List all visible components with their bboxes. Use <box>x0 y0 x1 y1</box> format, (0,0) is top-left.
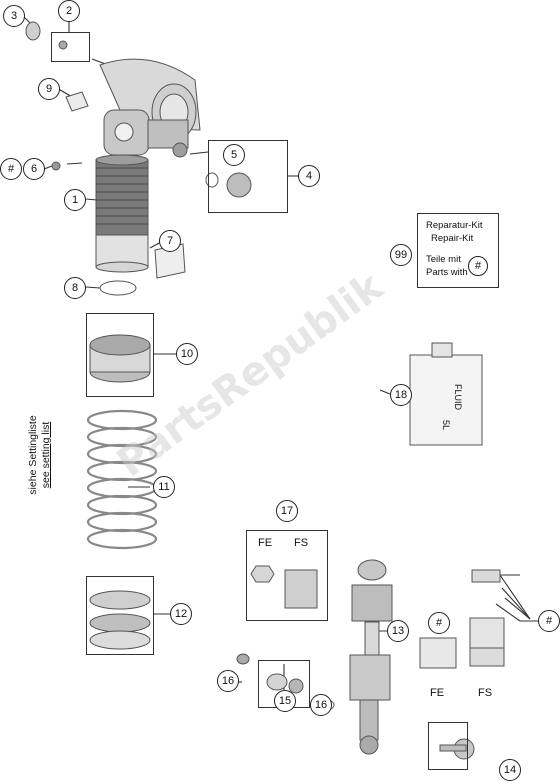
callout-2[interactable]: 2 <box>58 0 80 22</box>
setting-note-line-1: siehe Settingliste <box>27 415 39 495</box>
callout-17[interactable]: 17 <box>276 500 298 522</box>
callout-4[interactable]: 4 <box>298 165 320 187</box>
label-fs-bottom: FS <box>478 687 493 699</box>
callout-3[interactable]: 3 <box>3 5 25 27</box>
kit-line-2: Repair-Kit <box>431 233 474 244</box>
group-box-2 <box>51 32 90 62</box>
label-fs-top: FS <box>294 537 309 549</box>
callout-15[interactable]: 15 <box>274 690 296 712</box>
label-fe-top: FE <box>258 537 273 549</box>
callout-1[interactable]: 1 <box>64 189 86 211</box>
fluid-volume: 5L <box>441 419 452 431</box>
kit-line-3: Teile mit <box>426 254 461 265</box>
kit-line-1: Reparatur-Kit <box>426 220 483 231</box>
callout-9[interactable]: 9 <box>38 78 60 100</box>
repair-kit-box: Reparatur-Kit Repair-Kit Teile mit Parts… <box>417 213 499 288</box>
kit-line-4: Parts with <box>426 267 468 278</box>
callout-13[interactable]: 13 <box>387 620 409 642</box>
callout-12[interactable]: 12 <box>170 603 192 625</box>
callout-hash-right[interactable]: # <box>538 610 560 632</box>
callout-18[interactable]: 18 <box>390 384 412 406</box>
group-box-12 <box>86 576 154 655</box>
group-box-14 <box>428 722 468 770</box>
callout-hash-fe[interactable]: # <box>428 612 450 634</box>
callout-10[interactable]: 10 <box>176 343 198 365</box>
callout-hash-kit[interactable]: # <box>468 256 488 276</box>
setting-note-line-2: see setting list <box>40 421 52 489</box>
callout-7[interactable]: 7 <box>159 230 181 252</box>
callout-14[interactable]: 14 <box>499 759 521 781</box>
callout-hash-left[interactable]: # <box>0 158 22 180</box>
group-box-4 <box>208 140 288 213</box>
fluid-brand: FLUID <box>453 383 464 411</box>
setting-list-note: siehe Settingliste see setting list <box>27 415 53 494</box>
callout-8[interactable]: 8 <box>64 277 86 299</box>
callout-6[interactable]: 6 <box>23 158 45 180</box>
callout-99[interactable]: 99 <box>390 244 412 266</box>
group-box-17 <box>246 530 328 621</box>
label-fe-bottom: FE <box>430 687 445 699</box>
callout-11[interactable]: 11 <box>153 476 175 498</box>
group-box-10 <box>86 313 154 397</box>
callout-16-left[interactable]: 16 <box>217 670 239 692</box>
callout-16-right[interactable]: 16 <box>310 694 332 716</box>
callout-5[interactable]: 5 <box>223 144 245 166</box>
